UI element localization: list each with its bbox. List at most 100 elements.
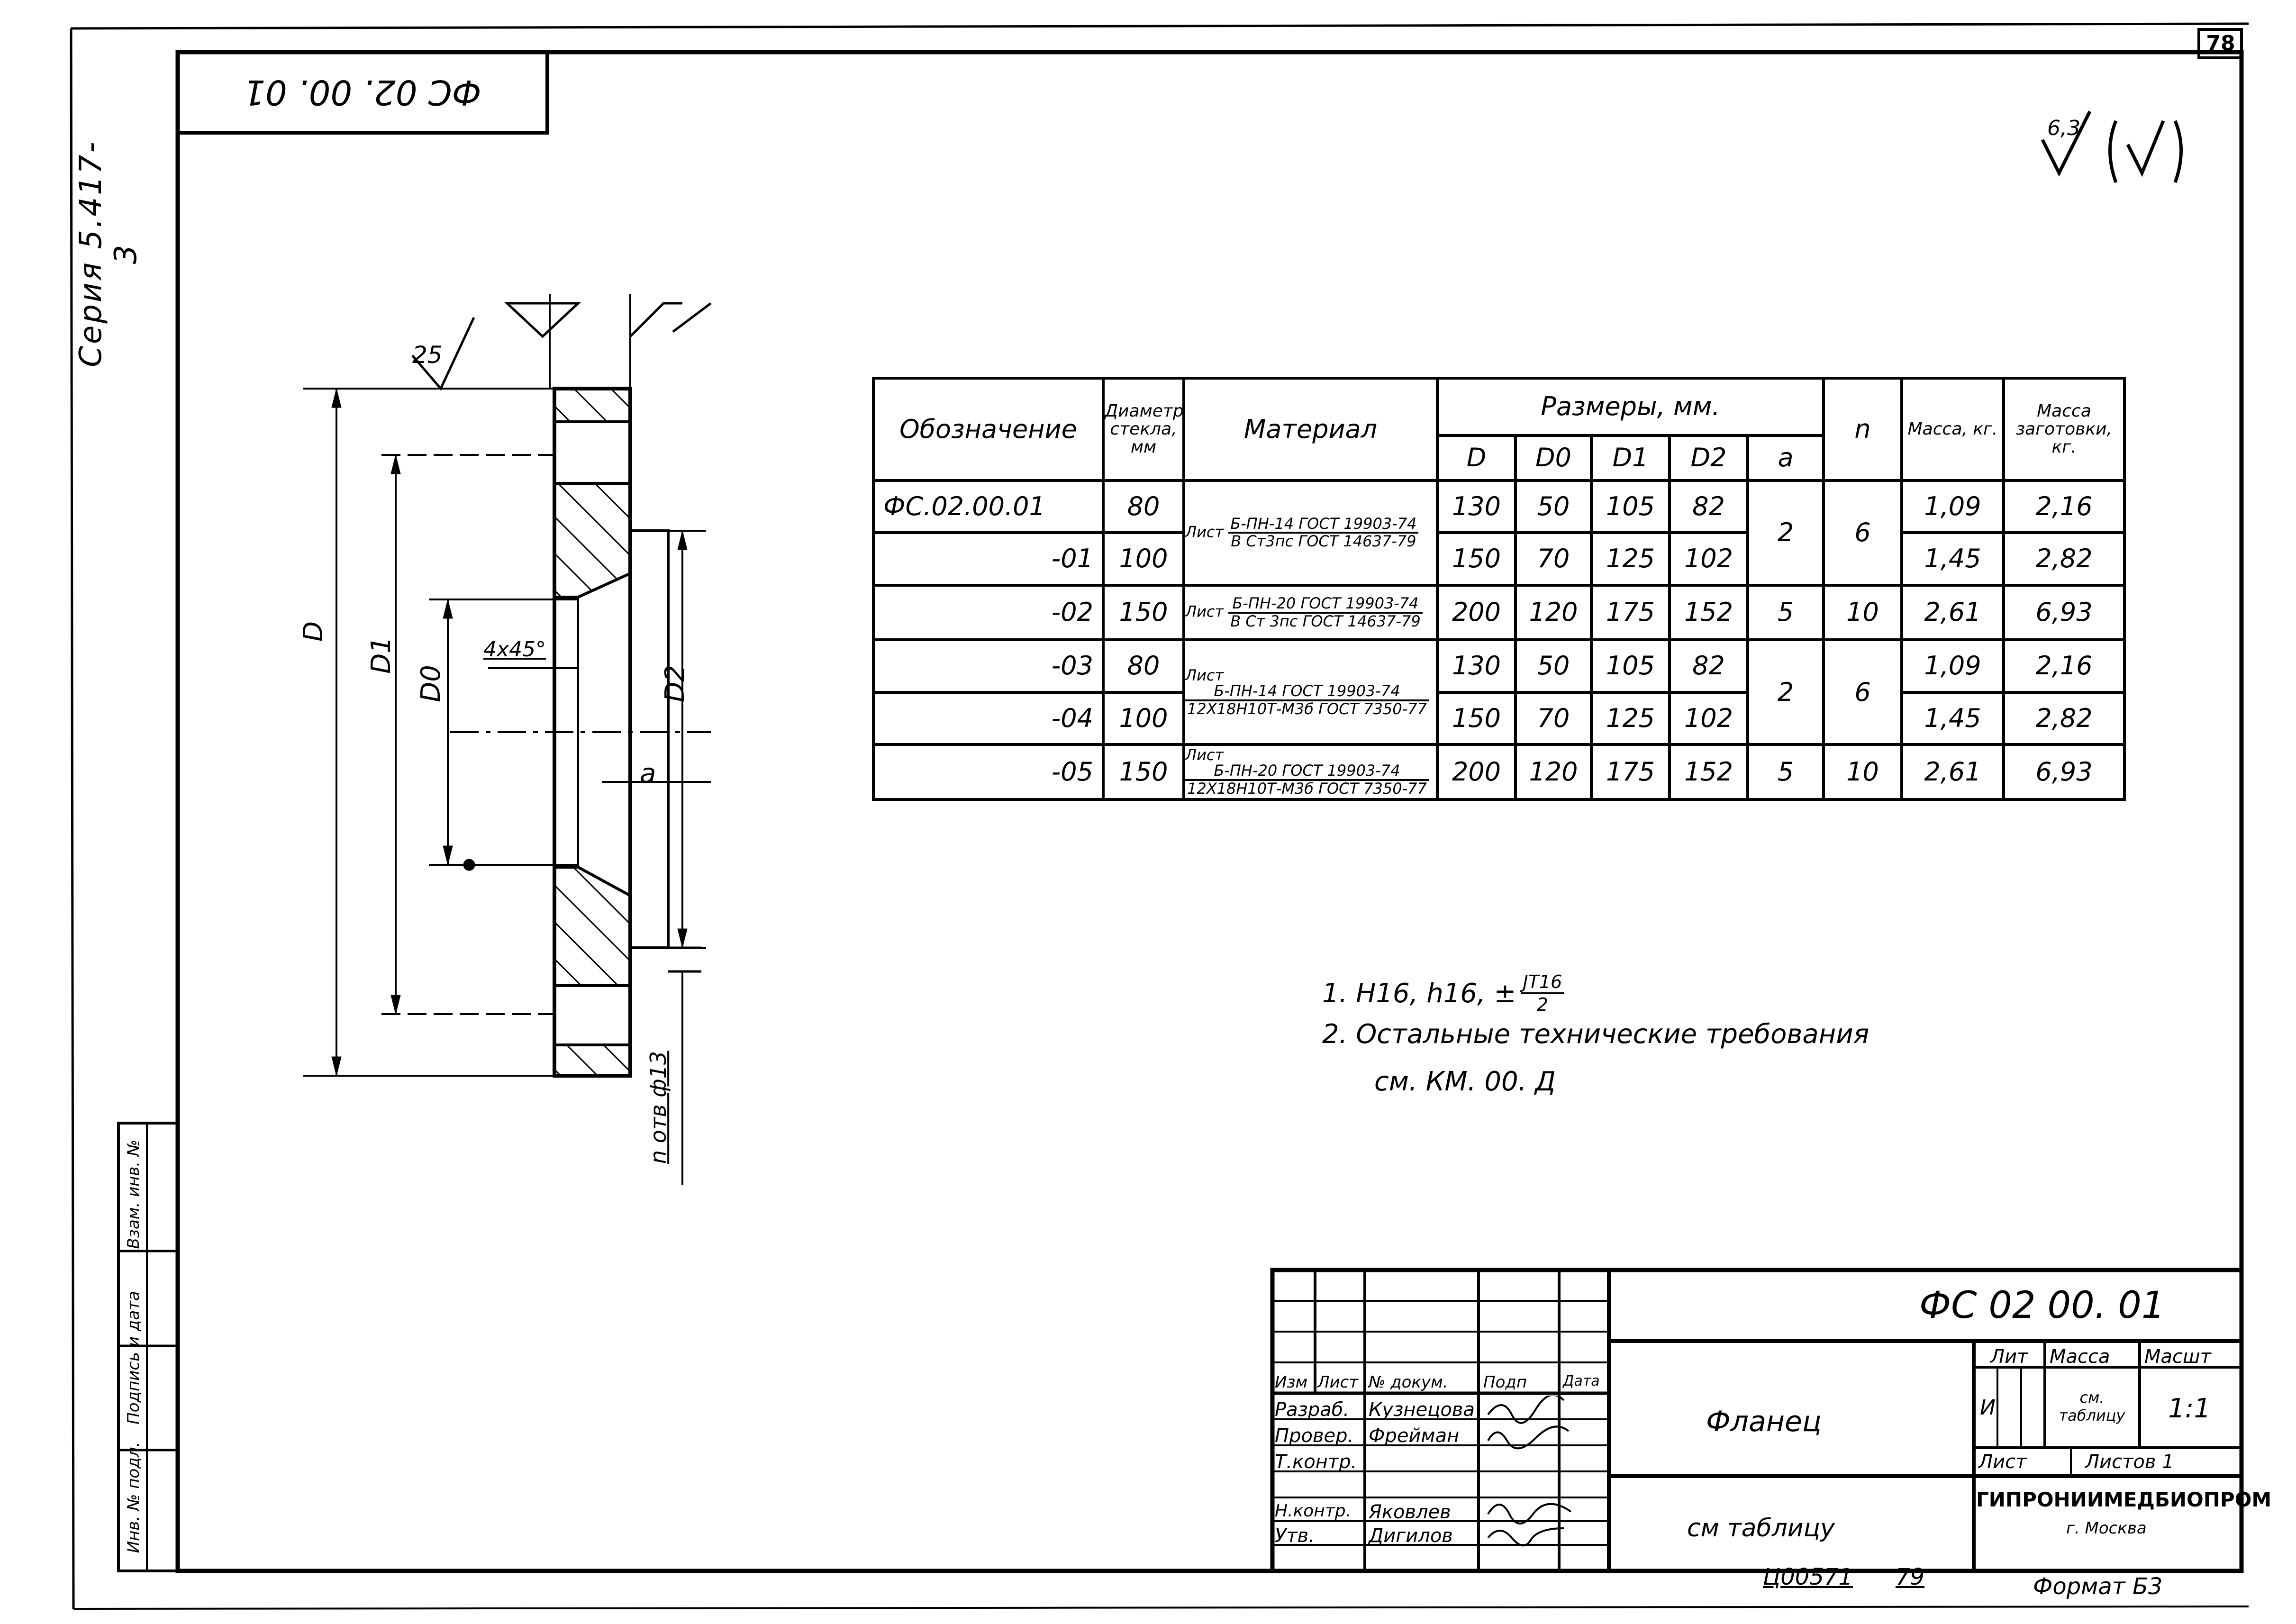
cell-mass: 1,09 [1900,479,2005,535]
label-masht: Масшт [2144,1346,2211,1368]
cell-D1: 175 [1590,583,1671,642]
header-dimensions: Размеры, мм. [1436,377,1825,437]
cell-material: Лист Б-ПН-14 ГОСТ 19903-74 12Х18Н10Т-М3б… [1182,638,1439,746]
label-sheet: Лист [1978,1451,2027,1473]
material-grade: Б-ПН-20 ГОСТ 19903-74 [1187,763,1429,781]
svg-text:6,3: 6,3 [2047,116,2080,140]
label-doc: № докум. [1369,1373,1448,1392]
value-lit: И [1980,1396,1996,1420]
cell-glass: 80 [1102,638,1185,694]
roughness-symbol: 6,3 [2041,110,2183,183]
flange-section-drawing [303,294,712,1185]
material-grade: Б-ПН-14 ГОСТ 19903-74 [1228,516,1419,534]
label-sheets: Листов 1 [2085,1451,2174,1473]
label-massa: Масса [2050,1346,2110,1368]
cell-D2: 82 [1668,479,1749,535]
name-razrab: Кузнецова [1369,1399,1475,1421]
label-lit: Лит [1990,1346,2028,1368]
cell-blank: 2,82 [2002,690,2126,746]
cell-designation: -01 [872,531,1105,587]
side-vzam: Взам. инв. № [124,1139,143,1249]
header-a: a [1746,434,1825,482]
note-2: 2. Остальные технические требования [1322,1019,1869,1050]
label-tkontr: Т.контр. [1275,1451,1357,1473]
note-1-frac-bottom: 2 [1536,994,1548,1015]
table-row: ФС.02.00.01 80 Лист Б-ПН-14 ГОСТ 19903-7… [872,479,2126,587]
table-row: -05 150 Лист Б-ПН-20 ГОСТ 19903-74 12Х18… [872,743,2126,801]
cell-D1: 175 [1590,743,1671,801]
table-row: -03 80 Лист Б-ПН-14 ГОСТ 19903-74 12Х18Н… [872,638,2126,746]
cell-D1: 125 [1590,531,1671,587]
header-D1: D1 [1590,434,1671,482]
cell-material: Лист Б-ПН-14 ГОСТ 19903-74 В Ст3пс ГОСТ … [1182,479,1439,587]
cell-mass: 1,45 [1900,531,2005,587]
title-material: см таблицу [1687,1514,1835,1542]
label-podp: Подп [1483,1373,1527,1392]
cell-blank: 6,93 [2002,583,2126,642]
label-data: Дата [1563,1373,1600,1389]
cell-n: 6 [1822,638,1903,746]
note-1-frac-top: JT16 [1521,971,1564,994]
header-blank-mass: Масса заготовки, кг. [2002,377,2126,482]
cell-glass: 100 [1102,531,1185,587]
bottom-year: 79 [1896,1564,1925,1590]
cell-blank: 6,93 [2002,743,2126,801]
org-city: г. Москва [2066,1519,2147,1538]
cell-glass: 150 [1102,743,1185,801]
title-code: ФС 02 00. 01 [1919,1284,2165,1327]
cell-a: 2 [1746,479,1825,587]
material-prefix: Лист [1185,666,1224,684]
value-masht: 1:1 [2168,1393,2211,1424]
cell-D: 150 [1436,690,1517,746]
cell-D: 200 [1436,743,1517,801]
cell-D1: 105 [1590,479,1671,535]
header-n: n [1822,377,1903,482]
note-1-text: 1. Н16, h16, ± [1322,978,1516,1009]
chamfer-label: 4x45° [483,637,546,662]
cell-mass: 2,61 [1900,743,2005,801]
material-steel: 12Х18Н10Т-М3б ГОСТ 7350-77 [1187,699,1427,718]
header-material: Материал [1182,377,1439,482]
cell-D0: 50 [1514,479,1593,535]
note-1: 1. Н16, h16, ± JT16 2 [1322,971,1564,1015]
material-fraction: Б-ПН-20 ГОСТ 19903-74 В Ст 3пс ГОСТ 1463… [1228,595,1423,629]
label-nkontr: Н.контр. [1275,1501,1352,1521]
material-grade: Б-ПН-14 ГОСТ 19903-74 [1187,683,1429,701]
cell-D2: 82 [1668,638,1749,694]
cell-D0: 70 [1514,690,1593,746]
note-3: см. КМ. 00. Д [1374,1066,1556,1097]
title-name: Фланец [1706,1405,1822,1438]
roughness-25-label: 25 [412,341,443,369]
cell-D2: 102 [1668,690,1749,746]
cell-D0: 120 [1514,583,1593,642]
cell-n: 10 [1822,743,1903,801]
cell-mass: 2,61 [1900,583,2005,642]
material-prefix: Лист [1185,602,1224,621]
cell-D0: 50 [1514,638,1593,694]
cell-designation: -05 [872,743,1105,801]
cell-D0: 70 [1514,531,1593,587]
name-nkontr: Яковлев [1369,1501,1451,1523]
cell-material: Лист Б-ПН-20 ГОСТ 19903-74 12Х18Н10Т-М3б… [1182,743,1439,801]
label-utv: Утв. [1275,1525,1315,1547]
bottom-format: Формат Б3 [2033,1573,2163,1600]
material-steel: В Ст3пс ГОСТ 14637-79 [1231,532,1416,551]
signatures [1487,1396,1572,1547]
cell-D2: 152 [1668,583,1749,642]
dim-a-label: a [640,758,656,789]
cell-blank: 2,16 [2002,638,2126,694]
sheet-corner: 78 [2206,31,2235,55]
material-steel: 12Х18Н10Т-М3б ГОСТ 7350-77 [1187,780,1427,798]
table-row: -04 100 150 70 125 102 1,45 2,82 [872,690,2126,746]
cell-D2: 152 [1668,743,1749,801]
label-razrab: Разраб. [1275,1399,1350,1421]
cell-designation: -02 [872,583,1105,642]
value-massa: см. таблицу [2059,1388,2125,1424]
cell-D: 200 [1436,583,1517,642]
specification-table: Обозначение Диаметр стекла, мм Материал … [872,377,2126,801]
cell-a: 5 [1746,583,1825,642]
cell-designation: -04 [872,690,1105,746]
material-fraction: Б-ПН-14 ГОСТ 19903-74 В Ст3пс ГОСТ 14637… [1228,516,1419,551]
table-row: -01 100 150 70 125 102 1,45 2,82 [872,531,2126,587]
